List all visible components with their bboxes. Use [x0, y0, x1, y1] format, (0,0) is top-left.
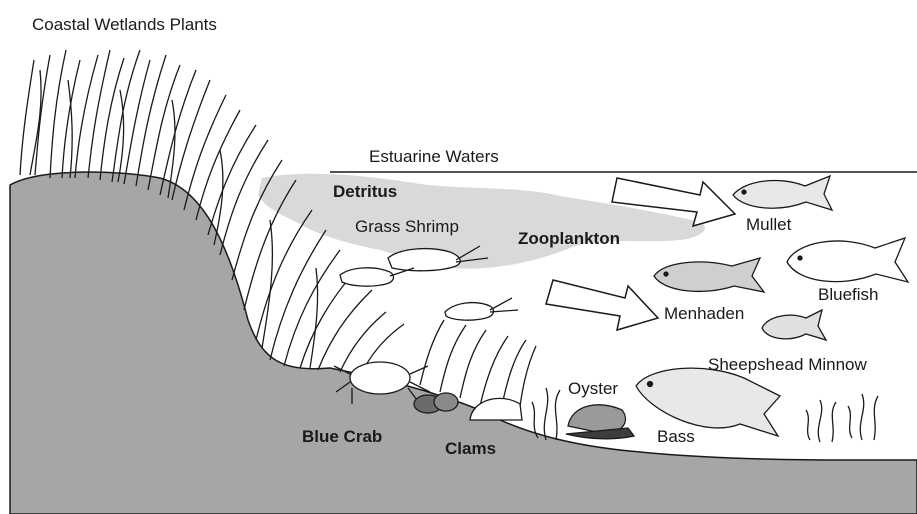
arrow-to-menhaden: [546, 280, 658, 330]
label-clams: Clams: [445, 440, 496, 457]
bluefish-illustration: [787, 238, 908, 282]
label-grass-shrimp: Grass Shrimp: [355, 218, 459, 235]
label-oyster: Oyster: [568, 380, 618, 397]
diagram-title: Coastal Wetlands Plants: [32, 16, 217, 33]
label-menhaden: Menhaden: [664, 305, 744, 322]
label-sheepshead-minnow: Sheepshead Minnow: [708, 356, 867, 373]
label-mullet: Mullet: [746, 216, 791, 233]
bass-illustration: [636, 368, 780, 436]
menhaden-illustration: [654, 258, 764, 292]
label-zooplankton: Zooplankton: [518, 230, 620, 247]
label-detritus: Detritus: [333, 183, 397, 200]
mullet-illustration: [733, 176, 832, 210]
label-bluefish: Bluefish: [818, 286, 878, 303]
label-bass: Bass: [657, 428, 695, 445]
sheepshead-minnow-illustration: [762, 310, 826, 340]
label-estuarine-waters: Estuarine Waters: [369, 148, 499, 165]
oyster-illustration: [566, 405, 634, 439]
label-blue-crab: Blue Crab: [302, 428, 382, 445]
